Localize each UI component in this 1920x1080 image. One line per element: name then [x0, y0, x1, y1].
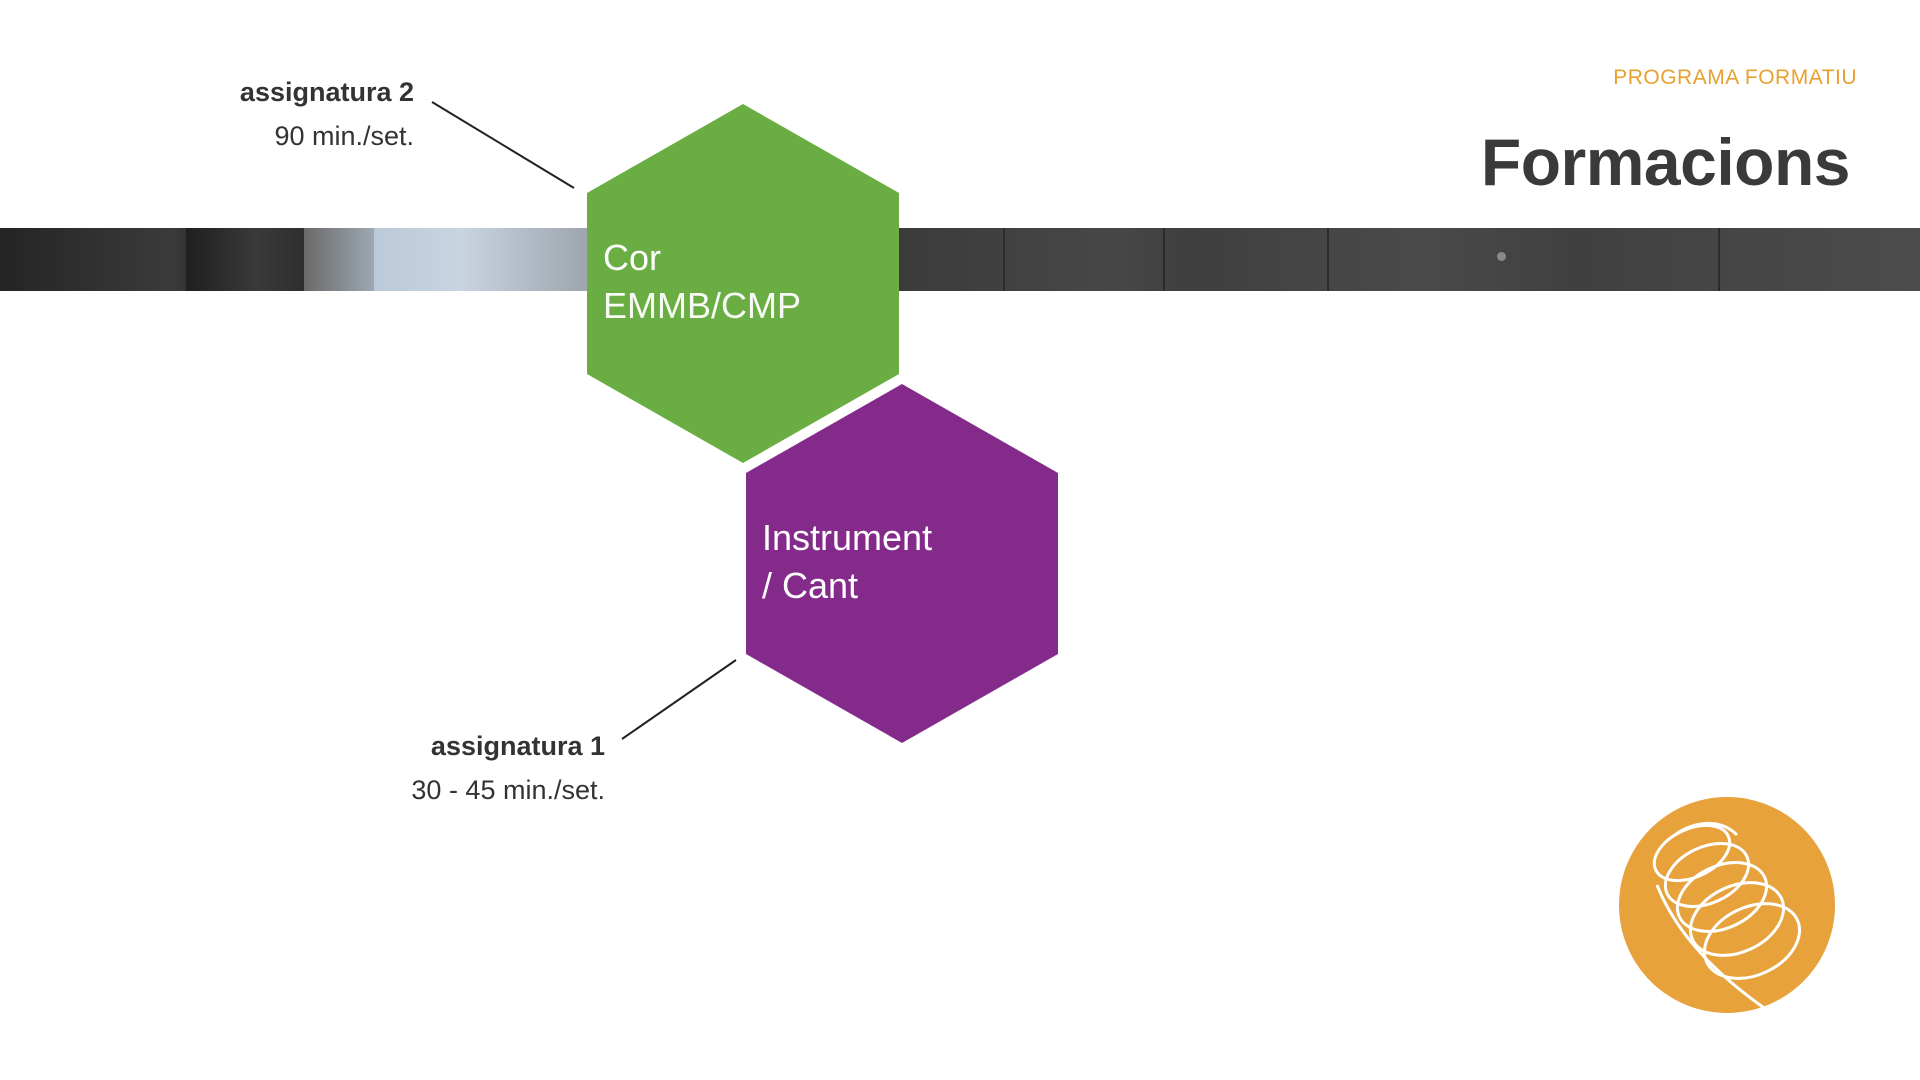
hexagon-cor-text: Cor EMMB/CMP	[603, 234, 801, 330]
photo-panel-line	[1327, 228, 1329, 291]
hexagon-instrument-subtitle: / Cant	[762, 565, 859, 606]
school-logo	[1619, 797, 1835, 1013]
page-title: Formacions	[1480, 125, 1851, 199]
photo-panel-line	[1003, 228, 1005, 291]
subject-name: assignatura 2	[239, 77, 414, 107]
subject-duration: 30 - 45 min./set.	[411, 775, 605, 805]
hexagon-instrument	[746, 384, 1058, 743]
connector-line-assignatura-1	[621, 659, 737, 740]
photo-sky	[304, 228, 374, 291]
header-photo-band	[0, 228, 1920, 291]
subject-name: assignatura 1	[430, 731, 605, 761]
photo-pillar	[186, 228, 304, 291]
hexagon-cor	[587, 104, 899, 463]
subject-label-assignatura-2: assignatura 2 90 min./set.	[240, 70, 414, 158]
hexagon-instrument-title: Instrument	[762, 517, 933, 558]
connector-line-assignatura-2	[431, 101, 575, 189]
hexagon-instrument-text: Instrument / Cant	[762, 514, 932, 610]
photo-panel-line	[1718, 228, 1720, 291]
hexagon-cor-subtitle: EMMB/CMP	[603, 285, 801, 326]
photo-panel-line	[1163, 228, 1165, 291]
subject-label-assignatura-1: assignatura 1 30 - 45 min./set.	[411, 724, 605, 812]
logo-mark	[1652, 821, 1802, 1012]
subject-duration: 90 min./set.	[274, 121, 414, 151]
section-kicker: PROGRAMA FORMATIU	[1613, 66, 1857, 89]
photo-bolt	[1497, 252, 1506, 261]
hexagon-cor-title: Cor	[603, 237, 662, 278]
logo-circle	[1619, 797, 1835, 1013]
